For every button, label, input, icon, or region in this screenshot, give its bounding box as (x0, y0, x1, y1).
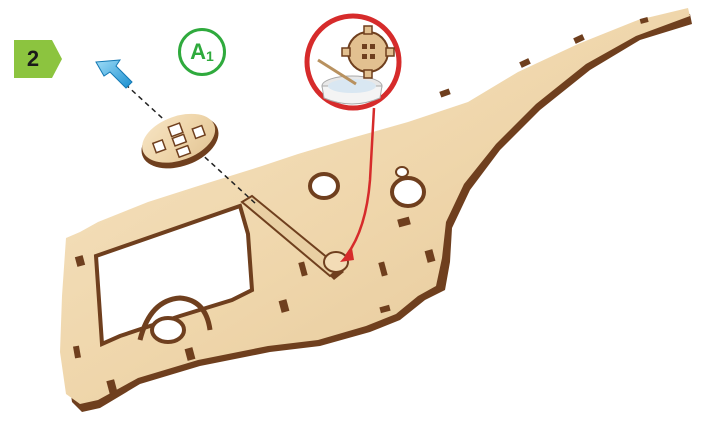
part-label-a1: A1 (178, 28, 226, 76)
gear-part-a1 (134, 104, 226, 178)
frame-hole-right (392, 178, 424, 206)
frame-hole-lower (152, 318, 184, 342)
step-number: 2 (14, 40, 52, 78)
frame-hole-upper (310, 174, 338, 198)
part-label-letter: A (190, 39, 206, 64)
blue-arrow-icon (96, 60, 132, 88)
part-label-index: 1 (206, 48, 214, 64)
step-badge: 2 (14, 40, 62, 78)
frame-hole-small (396, 167, 408, 177)
glue-bowl-gear-icon (307, 16, 399, 108)
